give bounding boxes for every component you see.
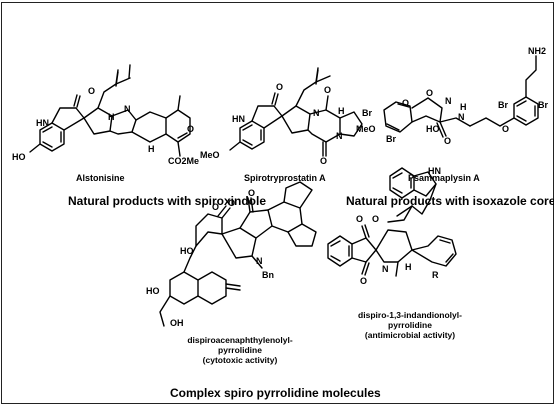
atom-br-3: Br bbox=[498, 100, 509, 110]
atom-o-13: O bbox=[372, 214, 380, 224]
atom-r: R bbox=[432, 270, 439, 280]
heading-pyrrolidine: Complex spiro pyrrolidine molecules bbox=[170, 386, 381, 400]
compound-name-line: dispiroacenaphthylenolyl- bbox=[187, 335, 293, 345]
atom-h-4: H bbox=[460, 102, 467, 112]
atom-meo-2: MeO bbox=[356, 124, 376, 134]
atom-o-2: O bbox=[187, 124, 195, 134]
atom-ho-1: HO bbox=[12, 152, 26, 162]
compound-name-dispiroindandionolyl: dispiro-1,3-indandionolyl- pyrrolidine (… bbox=[340, 310, 480, 340]
atom-o-3: O bbox=[276, 82, 284, 92]
atom-h-5: H bbox=[405, 262, 412, 272]
compound-name-line: (antimicrobial activity) bbox=[364, 330, 456, 340]
atom-n-7: N bbox=[382, 264, 389, 274]
atom-o-7: O bbox=[426, 88, 434, 98]
atom-ho-2: HO bbox=[426, 124, 440, 134]
atom-o-12: O bbox=[248, 188, 256, 198]
atom-o-8: O bbox=[444, 136, 452, 146]
atom-bn: Bn bbox=[262, 270, 274, 280]
atom-meo-1: MeO bbox=[200, 150, 220, 160]
atom-h-1: H bbox=[108, 112, 115, 122]
atom-o-1: O bbox=[88, 86, 96, 96]
atom-n-1: N bbox=[124, 104, 131, 114]
heading-isoxazole: Natural products with isoxazole core bbox=[346, 194, 554, 208]
atom-h-3: H bbox=[338, 106, 345, 116]
atom-n-2: N bbox=[313, 108, 320, 118]
psammaplysin-structure bbox=[383, 55, 539, 138]
compound-name-line: dispiro-1,3-indandionolyl- bbox=[358, 310, 462, 320]
compound-name-line: pyrrolidine bbox=[218, 345, 262, 355]
dispiroindandionolyl-structure bbox=[327, 167, 457, 277]
atom-o-10: O bbox=[212, 202, 220, 212]
atom-ho-3: HO bbox=[180, 246, 194, 256]
compound-name-psammaplysin: Psammaplysin A bbox=[408, 173, 480, 183]
atom-o-6: O bbox=[402, 98, 410, 108]
alstonisine-structure bbox=[29, 64, 191, 157]
atom-br-1: Br bbox=[362, 108, 373, 118]
compound-name-dispiroacenaphthylenolyl: dispiroacenaphthylenolyl- pyrrolidine (c… bbox=[170, 335, 310, 365]
atom-hn-2: HN bbox=[232, 114, 245, 124]
dispiroacenaphthylenolyl-structure bbox=[159, 181, 317, 327]
compound-name-line: pyrrolidine bbox=[388, 320, 432, 330]
atom-hn-3: HN bbox=[428, 166, 441, 176]
atom-oh: OH bbox=[170, 318, 184, 328]
atom-o-15: O bbox=[360, 276, 368, 286]
atom-br-2: Br bbox=[386, 134, 397, 144]
atom-br-4: Br bbox=[538, 100, 549, 110]
atom-n-4: N bbox=[445, 96, 452, 106]
atom-hn-1: HN bbox=[36, 118, 49, 128]
atom-nh2: NH2 bbox=[528, 46, 547, 56]
atom-o-14: O bbox=[356, 214, 364, 224]
atom-o-9: O bbox=[502, 124, 510, 134]
compound-name-spirotryprostatin: Spirotryprostatin A bbox=[244, 173, 326, 183]
atom-n-6: N bbox=[256, 256, 263, 266]
atom-o-11: O bbox=[228, 198, 236, 208]
atom-n-3: N bbox=[336, 131, 343, 141]
heading-spiroxindole: Natural products with spiroxindole bbox=[68, 194, 267, 208]
atom-o-4: O bbox=[324, 85, 332, 95]
atom-n-5: N bbox=[458, 112, 465, 122]
spirotryprostatin-structure bbox=[229, 67, 363, 157]
compound-name-line: (cytotoxic activity) bbox=[202, 355, 278, 365]
atom-h-2: H bbox=[148, 144, 155, 154]
atom-ho-4: HO bbox=[146, 286, 160, 296]
compound-name-alstonisine: Alstonisine bbox=[76, 173, 125, 183]
atom-o-5: O bbox=[320, 156, 328, 166]
atom-co2me: CO2Me bbox=[168, 156, 200, 166]
